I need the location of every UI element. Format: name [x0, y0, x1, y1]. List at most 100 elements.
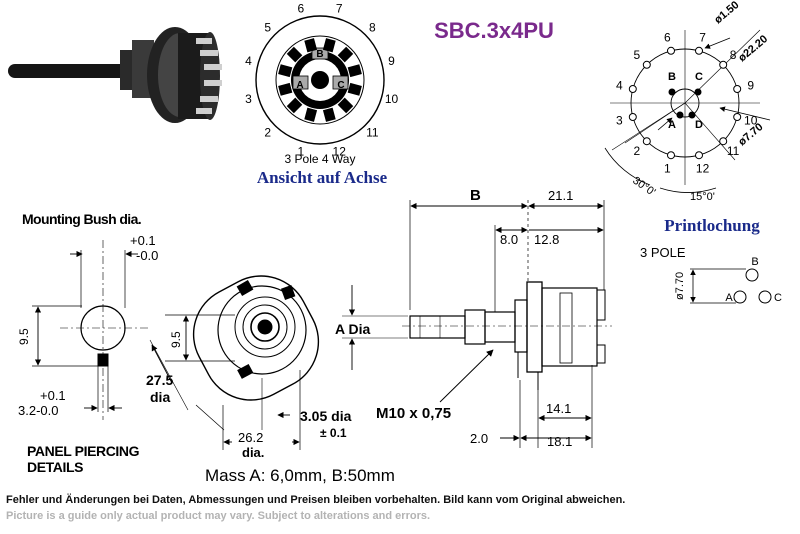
mass-note: Mass A: 6,0mm, B:50mm	[205, 466, 395, 485]
pcb-number: 5	[634, 48, 641, 62]
side-thread: M10 x 0,75	[376, 405, 451, 422]
side-dim-128: 12.8	[534, 232, 559, 247]
pcb-view	[604, 29, 771, 193]
side-dim-20: 2.0	[470, 431, 488, 446]
pole-dim: ø7.70	[674, 272, 686, 300]
pcb-hole	[667, 151, 675, 160]
pcb-title: Printlochung	[664, 216, 760, 235]
front-pad	[278, 64, 293, 78]
pcb-hole	[719, 137, 728, 146]
pcb-hole	[642, 60, 651, 69]
pcb-number: 10	[744, 114, 758, 128]
pcb-number: 1	[664, 162, 671, 176]
side-a-dia: A Dia	[335, 321, 370, 337]
pole-contact-b: B	[751, 256, 758, 268]
front-pad	[286, 46, 303, 63]
panel-caption-2: DETAILS	[27, 459, 83, 475]
pcb-dim-pitch: ø22.20	[736, 33, 770, 64]
pole-contact-c: C	[774, 292, 782, 304]
front-number: 7	[336, 2, 343, 16]
footer-disclaimer-en: Picture is a guide only actual product m…	[6, 510, 431, 522]
pcb-number: 6	[664, 30, 671, 44]
model-code: SBC.3x4PU	[434, 18, 554, 43]
front-number: 1	[297, 145, 304, 159]
footer-disclaimer-de: Fehler und Änderungen bei Daten, Abmessu…	[6, 494, 626, 506]
panel-piercing	[32, 240, 150, 420]
pole-contact-a: A	[725, 292, 733, 304]
front-view-subtitle: Ansicht auf Achse	[257, 168, 388, 187]
body-view	[149, 275, 320, 450]
pole-pattern	[690, 268, 772, 304]
product-photo	[8, 27, 222, 123]
panel-width-tol: +0.1	[40, 388, 66, 403]
front-pad	[304, 107, 318, 122]
side-dim-181: 18.1	[547, 434, 572, 449]
pcb-hole	[695, 46, 703, 55]
panel-caption-1: PANEL PIERCING	[27, 443, 140, 459]
body-dim-26: 26.2	[238, 430, 263, 445]
front-number: 12	[333, 145, 347, 159]
pcb-number: 7	[699, 30, 706, 44]
pcb-contact-d: D	[695, 119, 703, 131]
front-pad	[347, 82, 362, 96]
panel-tol-minus: -0.0	[136, 248, 158, 263]
side-dim-80: 8.0	[500, 232, 518, 247]
pcb-hole	[628, 85, 637, 93]
panel-title: Mounting Bush dia.	[22, 211, 141, 227]
panel-tol-plus: +0.1	[130, 233, 156, 248]
pcb-number: 4	[616, 78, 623, 92]
body-dim-26-word: dia.	[242, 445, 264, 460]
side-dim-141: 14.1	[546, 401, 571, 416]
pcb-contact-b: B	[668, 71, 676, 83]
front-pad	[337, 97, 354, 114]
panel-dim-height: 9.5	[17, 328, 31, 345]
front-view-caption: 3 Pole 4 Way	[285, 152, 356, 166]
pcb-angle-1: 30°0'	[630, 175, 657, 199]
front-contact-b: B	[316, 49, 323, 60]
pcb-hole	[719, 60, 728, 69]
front-number: 3	[245, 92, 252, 106]
body-dim-height: 9.5	[169, 331, 183, 348]
front-contact-c: C	[337, 80, 344, 91]
pcb-number: 2	[634, 144, 641, 158]
front-pad	[304, 38, 318, 53]
pcb-number: 9	[747, 78, 754, 92]
pcb-hole	[628, 113, 637, 121]
panel-width-value: 3.2-0.0	[18, 403, 58, 418]
pcb-dim-hole: ø1.50	[712, 0, 741, 26]
front-number: 4	[245, 54, 252, 68]
side-dim-b: B	[470, 187, 481, 204]
front-pad	[347, 64, 362, 78]
pcb-hole	[733, 113, 742, 121]
front-number: 5	[264, 21, 271, 35]
body-dia-word: dia	[150, 389, 170, 405]
body-dim-dia: 27.5	[146, 372, 173, 388]
pcb-number: 8	[730, 48, 737, 62]
front-pad	[286, 97, 303, 114]
pcb-angle-2: 15°0'	[690, 191, 715, 203]
body-dim-305: 3.05 dia	[300, 408, 352, 424]
front-number: 11	[366, 125, 379, 139]
pcb-hole	[695, 151, 703, 160]
front-number: 6	[297, 2, 304, 16]
pcb-number: 11	[727, 144, 740, 158]
pcb-contact-a: A	[668, 119, 676, 131]
front-number: 2	[264, 125, 271, 139]
front-number: 10	[385, 92, 399, 106]
front-number: 9	[388, 54, 395, 68]
pcb-hole	[667, 46, 675, 55]
pcb-pole-label: 3 POLE	[640, 245, 686, 260]
front-contact-a: A	[296, 80, 303, 91]
front-pad	[322, 107, 336, 122]
front-pad	[322, 38, 336, 53]
pcb-contact-c: C	[695, 71, 703, 83]
pcb-number: 3	[616, 114, 623, 128]
pcb-hole	[733, 85, 742, 93]
front-pad	[337, 46, 354, 63]
front-pad	[278, 82, 293, 96]
side-dim-211: 21.1	[548, 188, 573, 203]
front-number: 8	[369, 21, 376, 35]
pcb-number: 12	[696, 162, 710, 176]
